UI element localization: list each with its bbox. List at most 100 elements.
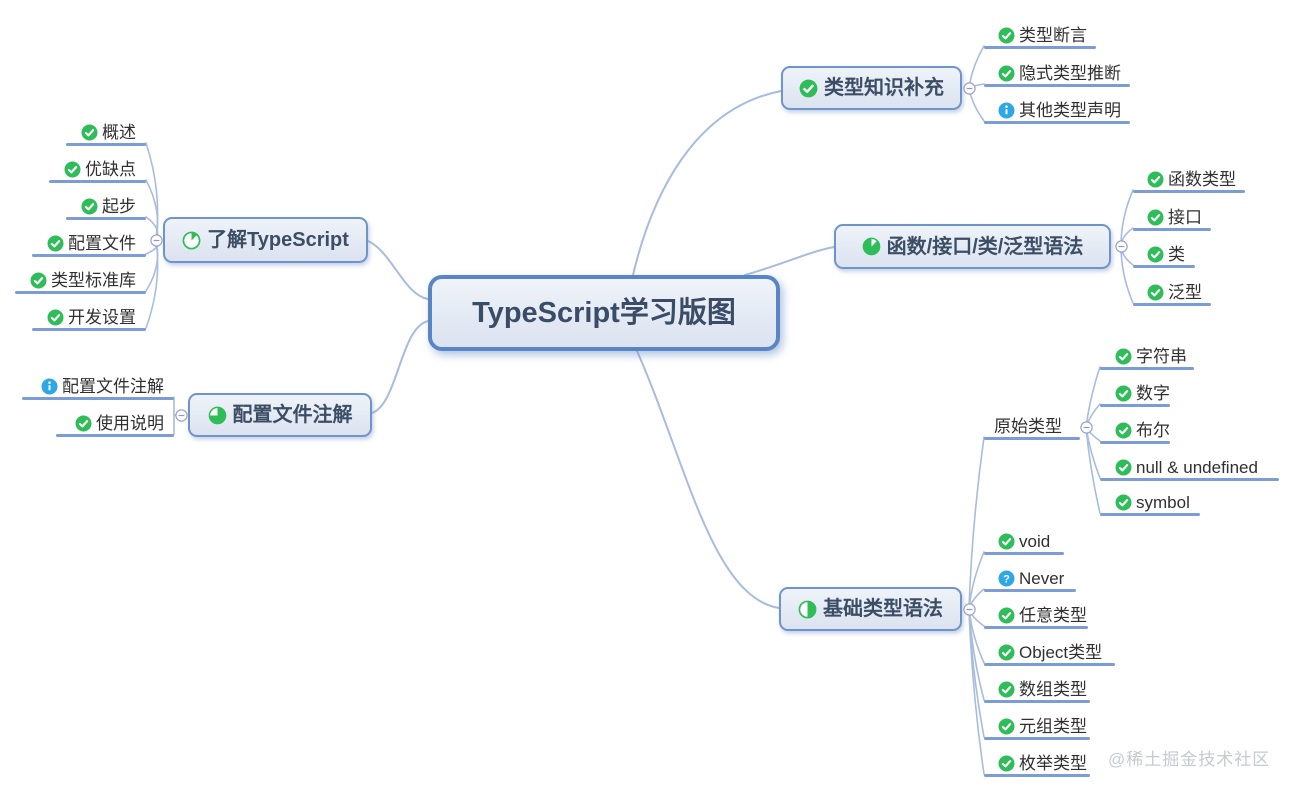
question-icon: ? xyxy=(998,570,1015,586)
branch-line xyxy=(984,121,1130,124)
subtopic-item[interactable]: 原始类型 xyxy=(984,412,1080,440)
subtopic-label: 概述 xyxy=(102,122,136,142)
subtopic-item[interactable]: null & undefined xyxy=(1100,453,1279,481)
subtopic-item[interactable]: 类 xyxy=(1133,240,1195,268)
subtopic-item[interactable]: 布尔 xyxy=(1100,416,1170,444)
progress-pie-icon xyxy=(208,406,226,424)
subtopic-label: 其他类型声明 xyxy=(1019,100,1121,120)
collapse-toggle[interactable] xyxy=(174,408,188,422)
subtopic-item[interactable]: 使用说明 xyxy=(56,409,174,437)
check-icon xyxy=(47,235,64,251)
subtopic-label: 配置文件注解 xyxy=(62,376,164,396)
subtopic-item[interactable]: 配置文件 xyxy=(32,229,146,257)
branch-topic-config-file-annotation[interactable]: 配置文件注解 xyxy=(188,393,372,437)
subtopic-item[interactable]: 字符串 xyxy=(1100,342,1194,370)
collapse-toggle[interactable] xyxy=(149,233,163,247)
subtopic-label: 原始类型 xyxy=(994,416,1062,436)
subtopic-item[interactable]: 类型断言 xyxy=(984,21,1096,49)
minus-icon xyxy=(174,408,188,422)
branch-line xyxy=(22,397,174,400)
subtopic-label: 字符串 xyxy=(1136,346,1187,366)
subtopic-label: 元组类型 xyxy=(1019,716,1087,736)
check-icon xyxy=(81,198,98,214)
subtopic-label: 数组类型 xyxy=(1019,679,1087,699)
minus-icon xyxy=(1114,239,1128,253)
subtopic-item[interactable]: void xyxy=(984,527,1064,555)
subtopic-item[interactable]: 数字 xyxy=(1100,379,1170,407)
branch-line xyxy=(984,663,1115,666)
subtopic-item[interactable]: 概述 xyxy=(66,118,146,146)
check-icon xyxy=(799,79,818,97)
subtopic-item[interactable]: 隐式类型推断 xyxy=(984,59,1130,87)
subtopic-label: 优缺点 xyxy=(85,159,136,179)
branch-line xyxy=(1100,404,1170,407)
branch-line xyxy=(66,143,146,146)
check-icon xyxy=(1147,171,1164,187)
branch-topic-learn-typescript[interactable]: 了解TypeScript xyxy=(163,217,368,263)
subtopic-item[interactable]: 类型标准库 xyxy=(15,266,146,294)
subtopic-item[interactable]: ?Never xyxy=(984,564,1076,592)
subtopic-label: 布尔 xyxy=(1136,420,1170,440)
branch-line xyxy=(984,437,1080,440)
subtopic-item[interactable]: 配置文件注解 xyxy=(22,372,174,400)
subtopic-label: Never xyxy=(1019,568,1065,588)
check-icon xyxy=(1147,209,1164,225)
subtopic-item[interactable]: 任意类型 xyxy=(984,601,1088,629)
subtopic-item[interactable]: 接口 xyxy=(1133,203,1211,231)
branch-line xyxy=(1100,513,1200,516)
subtopic-label: 配置文件 xyxy=(68,233,136,253)
subtopic-item[interactable]: 开发设置 xyxy=(32,303,146,331)
branch-topic-function-interface-class-generic-syntax[interactable]: 函数/接口/类/泛型语法 xyxy=(834,224,1111,269)
subtopic-label: 泛型 xyxy=(1168,282,1202,302)
check-icon xyxy=(81,124,98,140)
collapse-toggle[interactable] xyxy=(962,81,976,95)
subtopic-item[interactable]: 泛型 xyxy=(1133,278,1211,306)
subtopic-label: 函数类型 xyxy=(1168,169,1236,189)
branch-line xyxy=(984,552,1064,555)
info-icon xyxy=(41,378,58,394)
check-icon xyxy=(1115,422,1132,438)
check-icon xyxy=(30,272,47,288)
subtopic-item[interactable]: Object类型 xyxy=(984,638,1115,666)
branch-topic-type-knowledge-supplement[interactable]: 类型知识补充 xyxy=(781,66,962,110)
subtopic-item[interactable]: 枚举类型 xyxy=(984,749,1090,777)
subtopic-item[interactable]: 函数类型 xyxy=(1133,165,1245,193)
branch-line xyxy=(32,254,146,257)
check-icon xyxy=(1147,246,1164,262)
branch-line xyxy=(984,84,1130,87)
subtopic-label: 类型标准库 xyxy=(51,270,136,290)
check-icon xyxy=(998,681,1015,697)
branch-line xyxy=(984,46,1096,49)
minus-icon xyxy=(1079,420,1093,434)
subtopic-item[interactable]: 元组类型 xyxy=(984,712,1090,740)
subtopic-item[interactable]: symbol xyxy=(1100,488,1200,516)
progress-pie-icon xyxy=(182,231,201,249)
check-icon xyxy=(1115,494,1132,510)
collapse-toggle[interactable] xyxy=(1079,420,1093,434)
subtopic-item[interactable]: 数组类型 xyxy=(984,675,1090,703)
subtopic-label: 使用说明 xyxy=(96,413,164,433)
subtopic-item[interactable]: 起步 xyxy=(66,192,146,220)
collapse-toggle[interactable] xyxy=(962,602,976,616)
subtopic-label: 数字 xyxy=(1136,383,1170,403)
check-icon xyxy=(998,607,1015,623)
branch-line xyxy=(1133,265,1195,268)
branch-line xyxy=(1100,441,1170,444)
branch-line xyxy=(984,589,1076,592)
branch-line xyxy=(984,626,1088,629)
collapse-toggle[interactable] xyxy=(1114,239,1128,253)
minus-icon xyxy=(962,602,976,616)
branch-line xyxy=(49,180,146,183)
branch-line xyxy=(1100,478,1279,481)
subtopic-label: 接口 xyxy=(1168,207,1202,227)
subtopic-item[interactable]: 其他类型声明 xyxy=(984,96,1130,124)
check-icon xyxy=(998,644,1015,660)
subtopic-label: symbol xyxy=(1136,492,1190,512)
root-topic[interactable]: TypeScript学习版图 xyxy=(428,275,780,351)
check-icon xyxy=(64,161,81,177)
check-icon xyxy=(998,533,1015,549)
branch-line xyxy=(66,217,146,220)
subtopic-item[interactable]: 优缺点 xyxy=(49,155,146,183)
branch-topic-basic-type-syntax[interactable]: 基础类型语法 xyxy=(779,587,962,631)
check-icon xyxy=(75,415,92,431)
